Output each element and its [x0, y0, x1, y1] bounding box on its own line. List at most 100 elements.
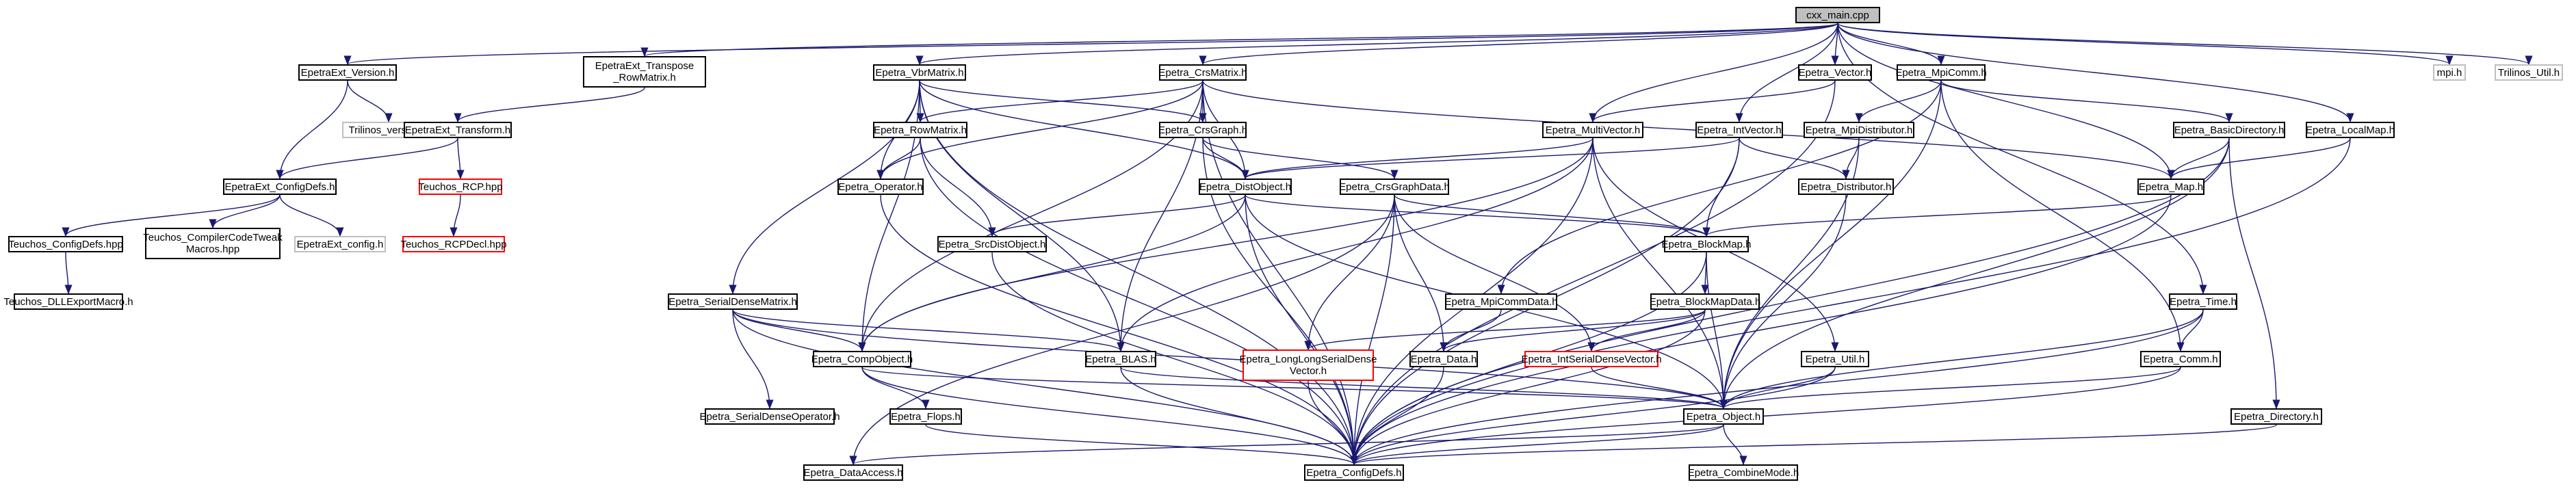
node-epetra-map[interactable]: Epetra_Map.h	[2137, 179, 2204, 195]
node-mpi[interactable]: mpi.h	[2433, 64, 2466, 81]
edge-ext_transpose-to-ext_transform	[454, 87, 645, 123]
node-teuchos-compilercodetweak[interactable]: Teuchos_CompilerCodeTweak Macros.hpp	[143, 228, 283, 259]
node-epetra-intvector[interactable]: Epetra_IntVector.h	[1695, 122, 1783, 138]
edge-distobject-to-compobject	[858, 194, 1246, 352]
node-epetra-serialdenseoperator[interactable]: Epetra_SerialDenseOperator.h	[699, 408, 840, 425]
node-epetra-compobject[interactable]: Epetra_CompObject.h	[811, 351, 913, 367]
edge-ext_transform-to-ext_configdefs	[276, 137, 458, 180]
edge-ext_version-to-trilinos_version	[347, 80, 393, 123]
node-epetraext-transpose-rowmatrix[interactable]: EpetraExt_Transpose _RowMatrix.h	[583, 56, 706, 88]
edge-crsgraphdata-to-data	[1394, 194, 1448, 352]
node-epetra-crsmatrix[interactable]: Epetra_CrsMatrix.h	[1158, 64, 1247, 81]
node-epetra-serialdensematrix[interactable]: Epetra_SerialDenseMatrix.h	[668, 293, 798, 310]
edge-root-to-ext_transpose	[641, 23, 1838, 57]
edge-serialdensematrix-to-blas	[732, 309, 1125, 352]
edge-basicdirectory-to-map	[2167, 137, 2230, 180]
node-epetraext-transform[interactable]: EpetraExt_Transform.h	[404, 122, 512, 138]
edge-multivector-to-object	[1592, 137, 1728, 410]
node-epetra-distributor[interactable]: Epetra_Distributor.h	[1798, 179, 1894, 195]
edge-crs-to-configdefs	[1202, 80, 1358, 466]
node-epetra-mpidistributor[interactable]: Epetra_MpiDistributor.h	[1804, 122, 1914, 138]
edge-serialdensematrix-to-serialdenseoperator	[732, 309, 774, 410]
node-epetra-distobject[interactable]: Epetra_DistObject.h	[1199, 179, 1292, 195]
edge-vector-to-multivector	[1589, 80, 1836, 123]
node-cxx-main[interactable]: cxx_main.cpp	[1795, 7, 1880, 23]
node-epetra-srcdistobject[interactable]: Epetra_SrcDistObject.h	[937, 236, 1047, 252]
node-epetra-localmap[interactable]: Epetra_LocalMap.h	[2306, 122, 2395, 138]
edge-serialdensematrix-to-object	[732, 309, 1728, 410]
edge-directory-to-configdefs	[1351, 424, 2277, 466]
node-epetra-mpicommdata[interactable]: Epetra_MpiCommData.h	[1444, 293, 1558, 310]
edge-object-to-dataaccess	[850, 424, 1724, 466]
edge-comm-to-object	[1719, 367, 2181, 410]
edge-flops-to-configdefs	[925, 424, 1358, 466]
node-epetra-util[interactable]: Epetra_Util.h	[1801, 351, 1869, 367]
node-epetra-mpicomm[interactable]: Epetra_MpiComm.h	[1895, 64, 1987, 81]
node-trilinos-util[interactable]: Trilinos_Util.h	[2495, 64, 2563, 81]
node-epetra-configdefs[interactable]: Epetra_ConfigDefs.h	[1304, 464, 1404, 481]
edge-blas-to-configdefs	[1120, 367, 1358, 466]
edge-root-to-vbr	[916, 23, 1838, 66]
node-epetra-intserialdensevector[interactable]: Epetra_IntSerialDenseVector.h	[1521, 351, 1662, 367]
edge-vbr-to-serialdensematrix	[729, 80, 920, 295]
edge-root-to-trilinos_util	[1837, 23, 2533, 66]
edge-vbr-to-configdefs	[919, 80, 1358, 466]
node-teuchos-rcp[interactable]: Teuchos_RCP.hpp	[418, 179, 503, 195]
node-epetraext-config[interactable]: EpetraExt_config.h	[294, 236, 386, 252]
node-epetra-rowmatrix[interactable]: Epetra_RowMatrix.h	[873, 122, 967, 138]
edge-root-to-multivector	[1589, 23, 1838, 123]
node-epetra-longlongserialdensevector[interactable]: Epetra_LongLongSerialDense Vector.h	[1240, 349, 1377, 381]
node-epetraext-configdefs[interactable]: EpetraExt_ConfigDefs.h	[223, 179, 337, 195]
edge-comm-to-configdefs	[1350, 367, 2181, 466]
node-epetra-vbrmatrix[interactable]: Epetra_VbrMatrix.h	[873, 64, 966, 81]
edge-blockmapdata-to-intserialdense	[1587, 309, 1706, 352]
edge-root-to-time	[1837, 23, 2207, 295]
node-epetra-directory[interactable]: Epetra_Directory.h	[2230, 408, 2322, 425]
node-teuchos-rcpdecl[interactable]: Teuchos_RCPDecl.hpp	[400, 236, 507, 252]
node-epetra-basicdirectory[interactable]: Epetra_BasicDirectory.h	[2173, 122, 2285, 138]
edge-mpidistributor-to-distributor	[1842, 137, 1860, 180]
node-epetraext-version[interactable]: EpetraExt_Version.h	[298, 64, 397, 81]
edge-time-to-configdefs	[1350, 309, 2204, 466]
edge-distobject-to-srcdistobject	[988, 194, 1246, 237]
node-epetra-vector[interactable]: Epetra_Vector.h	[1798, 64, 1872, 81]
node-epetra-blas[interactable]: Epetra_BLAS.h	[1085, 351, 1156, 367]
edge-teuchos_rcp-to-rcpdecl	[450, 194, 461, 237]
edge-object-to-configdefs	[1350, 424, 1724, 466]
node-teuchos-dllexportmacro[interactable]: Teuchos_DLLExportMacro.h	[3, 293, 133, 310]
edge-mpicomm-to-mpidistributor	[1855, 80, 1942, 123]
edge-crsgraph-to-distobject	[1202, 137, 1249, 180]
edge-vector-to-configdefs	[1350, 80, 1836, 466]
node-epetra-combinemode[interactable]: Epetra_CombineMode.h	[1688, 464, 1799, 481]
edge-crsgraphdata-to-longlong	[1304, 194, 1395, 351]
node-epetra-dataaccess[interactable]: Epetra_DataAccess.h	[803, 464, 903, 481]
node-teuchos-configdefs[interactable]: Teuchos_ConfigDefs.hpp	[8, 236, 123, 252]
node-epetra-comm[interactable]: Epetra_Comm.h	[2140, 351, 2221, 367]
edge-rowmatrix-to-operator	[876, 137, 921, 180]
node-epetra-multivector[interactable]: Epetra_MultiVector.h	[1542, 122, 1643, 138]
edge-serialdensematrix-to-compobject	[732, 309, 866, 352]
edge-crsgraph-to-crsgraphdata	[1202, 137, 1398, 180]
edge-map-to-configdefs	[1350, 194, 2172, 466]
node-epetra-time[interactable]: Epetra_Time.h	[2169, 293, 2237, 310]
edge-blockmap-to-object	[1706, 252, 1728, 410]
edge-multivector-to-distobject	[1241, 137, 1593, 180]
node-epetra-crsgraph[interactable]: Epetra_CrsGraph.h	[1158, 122, 1247, 138]
edge-mpicomm-to-comm	[1940, 80, 2185, 352]
node-epetra-operator[interactable]: Epetra_Operator.h	[837, 179, 924, 195]
edge-mpicommdata-to-data	[1440, 309, 1502, 352]
edge-crs-to-operator	[876, 80, 1204, 180]
edge-intvector-to-distributor	[1739, 137, 1850, 180]
node-epetra-crsgraphdata[interactable]: Epetra_CrsGraphData.h	[1339, 179, 1450, 195]
edge-root-to-intvector	[1735, 23, 1838, 123]
edge-multivector-to-blas	[1117, 137, 1593, 352]
node-epetra-blockmapdata[interactable]: Epetra_BlockMapData.h	[1650, 293, 1760, 310]
edge-mpicomm-to-mpicommdata	[1497, 80, 1942, 295]
edge-object-to-combinemode	[1723, 424, 1747, 466]
node-epetra-object[interactable]: Epetra_Object.h	[1683, 408, 1764, 425]
node-epetra-blockmap[interactable]: Epetra_BlockMap.h	[1662, 236, 1751, 252]
node-epetra-data[interactable]: Epetra_Data.h	[1409, 351, 1478, 367]
node-epetra-flops[interactable]: Epetra_Flops.h	[889, 408, 962, 425]
edge-mpicomm-to-basicdirectory	[1940, 80, 2233, 123]
